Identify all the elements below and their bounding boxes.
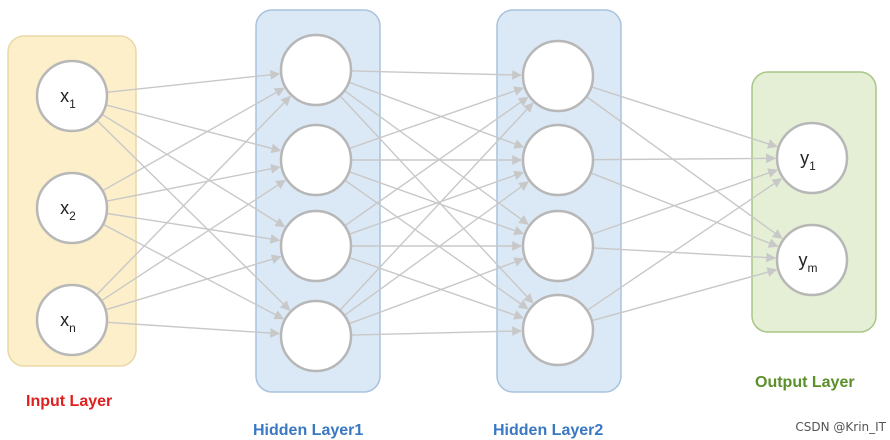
node-label: ym xyxy=(799,250,818,275)
connection-input-3-to-hidden1-2 xyxy=(100,179,286,302)
node-label-subscript: n xyxy=(69,321,76,335)
connection-hidden2-1-to-output-2 xyxy=(585,95,783,239)
connection-input-2-to-hidden1-3 xyxy=(106,212,281,244)
node-label-base: x xyxy=(60,310,69,330)
node-circle xyxy=(521,39,595,113)
input-layer-label: Input Layer xyxy=(26,393,113,410)
connection-hidden1-3-to-hidden2-2 xyxy=(348,170,525,235)
watermark-text: CSDN @Krin_IT xyxy=(795,420,886,434)
connection-hidden1-4-to-hidden2-4 xyxy=(350,326,522,337)
node-circle xyxy=(35,59,109,133)
node-label-subscript: 1 xyxy=(809,159,816,173)
connection-hidden1-1-to-hidden2-1 xyxy=(350,69,522,80)
connection-input-3-to-hidden1-4 xyxy=(106,321,281,338)
connection-hidden2-4-to-output-1 xyxy=(586,178,783,311)
hidden2-layer-label: Hidden Layer2 xyxy=(493,422,604,439)
connection-hidden1-1-to-hidden2-2 xyxy=(348,81,525,149)
connection-hidden2-2-to-output-2 xyxy=(590,172,779,248)
hidden2-node-3 xyxy=(521,209,595,283)
hidden2-node-1 xyxy=(521,39,595,113)
node-circle xyxy=(279,209,353,283)
output-node-1: y1 xyxy=(775,121,849,195)
node-label-base: x xyxy=(60,86,69,106)
hidden1-node-4 xyxy=(279,299,353,373)
input-node-1: x1 xyxy=(35,59,109,133)
connection-hidden1-1-to-hidden2-4 xyxy=(339,95,534,304)
connection-hidden2-3-to-output-1 xyxy=(590,168,778,236)
output-layer-label: Output Layer xyxy=(755,374,855,391)
hidden2-node-2 xyxy=(521,123,595,197)
node-label: x2 xyxy=(60,198,76,223)
node-label-base: y xyxy=(799,250,808,270)
connection-hidden2-3-to-output-2 xyxy=(592,247,777,263)
node-circle xyxy=(279,123,353,197)
connection-hidden2-1-to-output-1 xyxy=(591,86,778,149)
node-circle xyxy=(279,33,353,107)
connection-input-2-to-hidden1-2 xyxy=(106,163,281,202)
connection-input-1-to-hidden1-3 xyxy=(101,113,286,228)
node-label: x1 xyxy=(60,86,76,111)
node-label: xn xyxy=(60,310,76,335)
output-node-2: ym xyxy=(775,223,849,297)
input-node-2: x2 xyxy=(35,171,109,245)
connection-input-1-to-hidden1-4 xyxy=(96,120,291,311)
connection-input-3-to-hidden1-1 xyxy=(95,95,291,296)
connection-hidden1-1-to-hidden2-3 xyxy=(343,90,529,225)
node-label-base: x xyxy=(60,198,69,218)
connection-hidden1-3-to-hidden2-4 xyxy=(348,256,524,320)
node-label-base: y xyxy=(800,148,809,168)
connection-input-1-to-hidden1-1 xyxy=(106,69,281,93)
node-circle xyxy=(775,223,849,297)
hidden1-node-1 xyxy=(279,33,353,107)
connection-input-3-to-hidden1-3 xyxy=(105,254,282,311)
connection-hidden2-2-to-output-1 xyxy=(592,153,776,164)
connection-hidden1-4-to-hidden2-1 xyxy=(339,102,534,311)
node-label-subscript: 1 xyxy=(69,97,76,111)
connection-hidden1-4-to-hidden2-3 xyxy=(348,257,525,325)
connection-hidden1-2-to-hidden2-1 xyxy=(348,86,524,150)
hidden2-node-4 xyxy=(521,293,595,367)
connection-hidden1-2-to-hidden2-4 xyxy=(344,179,529,310)
node-circle xyxy=(35,283,109,357)
node-circle xyxy=(35,171,109,245)
node-label: y1 xyxy=(800,148,816,173)
connection-input-2-to-hidden1-4 xyxy=(102,223,285,320)
connection-input-2-to-hidden1-1 xyxy=(102,87,285,192)
hidden1-node-2 xyxy=(279,123,353,197)
node-circle xyxy=(279,299,353,373)
hidden1-layer-label: Hidden Layer1 xyxy=(253,422,364,439)
node-circle xyxy=(521,293,595,367)
node-circle xyxy=(521,123,595,197)
connection-hidden1-4-to-hidden2-2 xyxy=(343,181,529,316)
node-circle xyxy=(775,121,849,195)
connection-input-1-to-hidden1-2 xyxy=(105,104,282,154)
connection-hidden1-3-to-hidden2-1 xyxy=(344,96,529,227)
hidden1-node-3 xyxy=(279,209,353,283)
input-node-3: xn xyxy=(35,283,109,357)
node-label-subscript: m xyxy=(808,261,818,275)
connection-hidden2-4-to-output-2 xyxy=(591,267,778,322)
node-label-subscript: 2 xyxy=(69,209,76,223)
node-circle xyxy=(521,209,595,283)
